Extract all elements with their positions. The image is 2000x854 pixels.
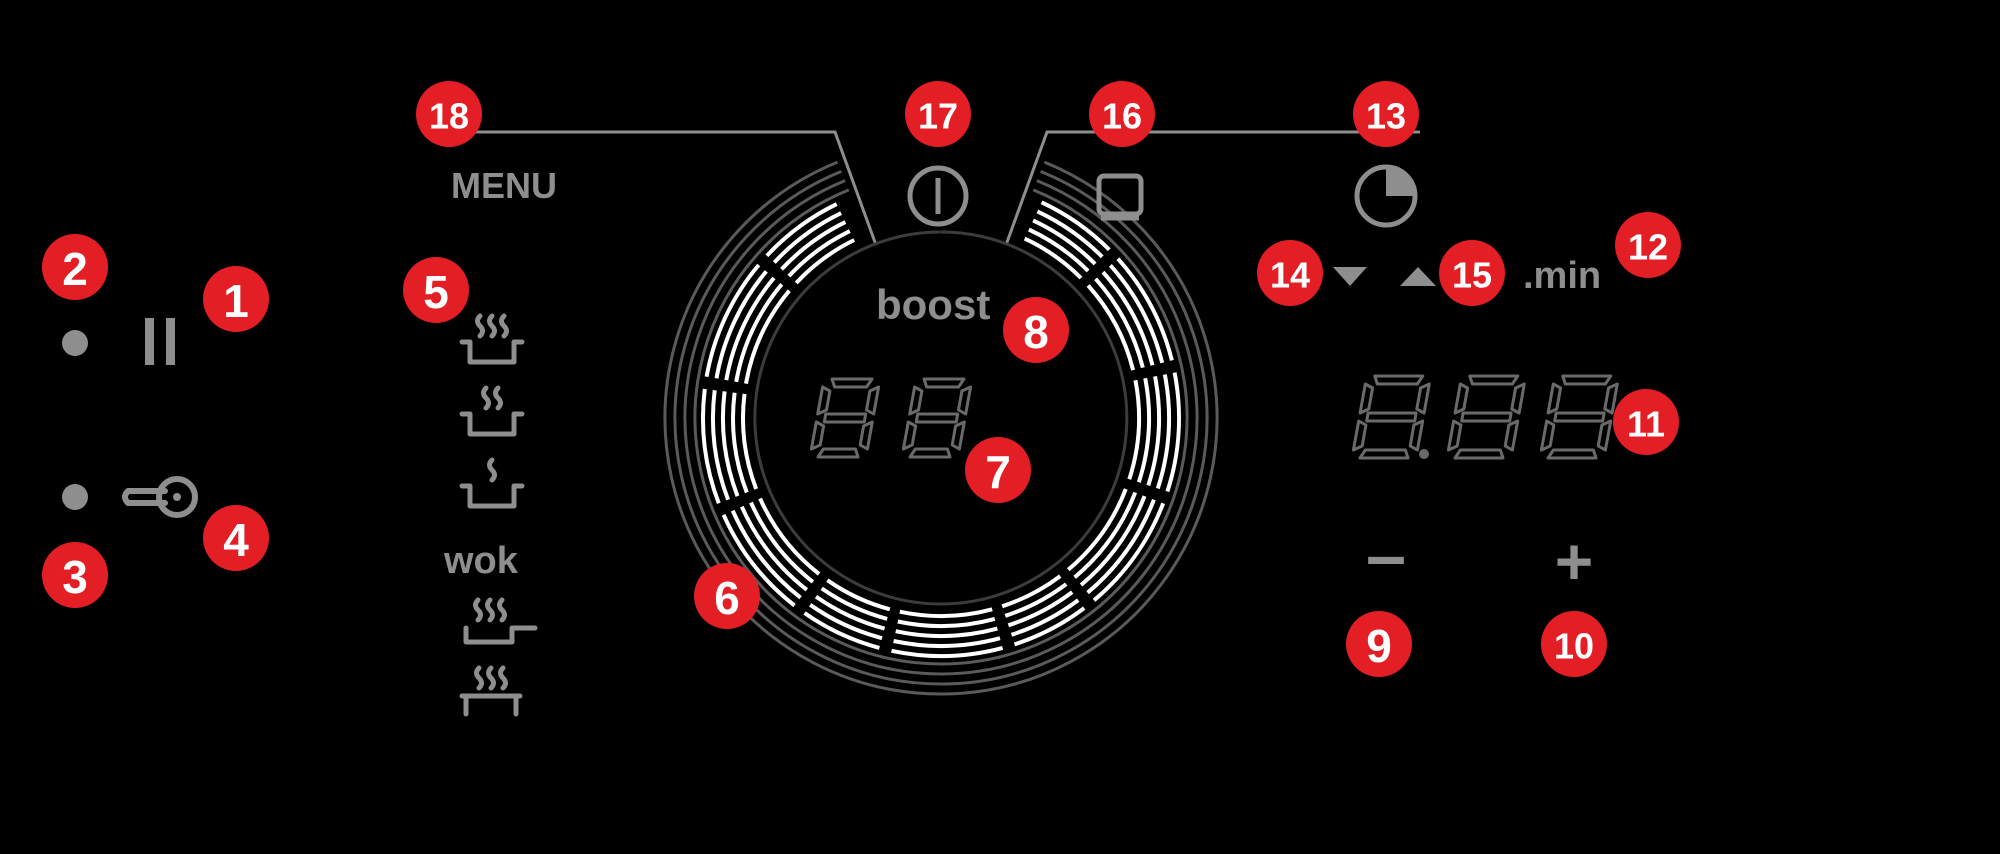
callout-marker: 3 bbox=[42, 542, 108, 608]
callout-marker: 17 bbox=[905, 81, 971, 147]
seven-segment-digit bbox=[1446, 374, 1526, 460]
svg-text:1: 1 bbox=[223, 275, 249, 327]
plus-button[interactable]: + bbox=[1555, 524, 1594, 598]
keep-warm-icon[interactable] bbox=[1096, 173, 1144, 221]
svg-text:4: 4 bbox=[223, 514, 249, 566]
simmer-icon[interactable] bbox=[459, 385, 525, 437]
key-lock-icon[interactable] bbox=[122, 476, 198, 518]
svg-text:2: 2 bbox=[62, 243, 88, 295]
callout-marker: 18 bbox=[416, 81, 482, 147]
boost-label[interactable]: boost bbox=[876, 281, 990, 328]
callout-marker: 8 bbox=[1003, 297, 1069, 363]
power-icon[interactable] bbox=[907, 165, 969, 227]
svg-text:13: 13 bbox=[1366, 96, 1406, 137]
lock-indicator-led bbox=[62, 484, 88, 510]
callout-marker: 13 bbox=[1353, 81, 1419, 147]
timer-display bbox=[1351, 374, 1619, 460]
power-level-display bbox=[809, 377, 973, 459]
arrow-up-icon[interactable] bbox=[1400, 267, 1436, 286]
seven-segment-digit bbox=[1351, 374, 1431, 460]
wok-label[interactable]: wok bbox=[443, 540, 519, 582]
seven-segment-digit bbox=[809, 377, 881, 459]
arrow-down-icon[interactable] bbox=[1333, 267, 1367, 286]
callout-marker: 6 bbox=[694, 563, 760, 629]
seven-segment-digit bbox=[901, 377, 973, 459]
callout-marker: 15 bbox=[1439, 240, 1505, 306]
callout-marker: 4 bbox=[203, 505, 269, 571]
callout-marker: 14 bbox=[1257, 240, 1323, 306]
callout-marker: 7 bbox=[965, 437, 1031, 503]
svg-text:11: 11 bbox=[1627, 404, 1665, 445]
grill-icon[interactable] bbox=[459, 665, 523, 717]
svg-text:8: 8 bbox=[1023, 306, 1049, 358]
pause-icon[interactable] bbox=[145, 318, 175, 365]
svg-text:14: 14 bbox=[1270, 255, 1310, 296]
menu-label: MENU bbox=[451, 165, 557, 206]
svg-text:18: 18 bbox=[429, 96, 469, 137]
boil-icon[interactable] bbox=[459, 313, 525, 365]
callout-marker: 5 bbox=[403, 257, 469, 323]
leader-lines bbox=[475, 130, 1420, 246]
callout-marker: 11 bbox=[1613, 389, 1679, 455]
svg-text:15: 15 bbox=[1452, 255, 1492, 296]
svg-text:12: 12 bbox=[1628, 227, 1668, 268]
minutes-label: .min bbox=[1523, 255, 1601, 297]
svg-text:3: 3 bbox=[62, 551, 88, 603]
callout-marker: 10 bbox=[1541, 611, 1607, 677]
fry-icon[interactable] bbox=[463, 597, 538, 645]
callout-marker: 12 bbox=[1615, 212, 1681, 278]
pause-indicator-led bbox=[62, 330, 88, 356]
svg-text:16: 16 bbox=[1102, 96, 1142, 137]
svg-text:17: 17 bbox=[918, 96, 958, 137]
svg-text:7: 7 bbox=[985, 446, 1011, 498]
svg-text:6: 6 bbox=[714, 572, 740, 624]
svg-text:10: 10 bbox=[1554, 626, 1594, 667]
warm-icon[interactable] bbox=[459, 457, 525, 509]
minus-button[interactable]: – bbox=[1366, 516, 1406, 596]
callout-marker: 16 bbox=[1089, 81, 1155, 147]
callout-marker: 2 bbox=[42, 234, 108, 300]
power-level-slider[interactable] bbox=[663, 160, 1219, 696]
svg-text:9: 9 bbox=[1366, 620, 1392, 672]
callout-marker: 1 bbox=[203, 266, 269, 332]
svg-text:5: 5 bbox=[423, 266, 449, 318]
callout-marker: 9 bbox=[1346, 611, 1412, 677]
timer-icon[interactable] bbox=[1354, 164, 1418, 228]
seven-segment-digit bbox=[1539, 374, 1619, 460]
